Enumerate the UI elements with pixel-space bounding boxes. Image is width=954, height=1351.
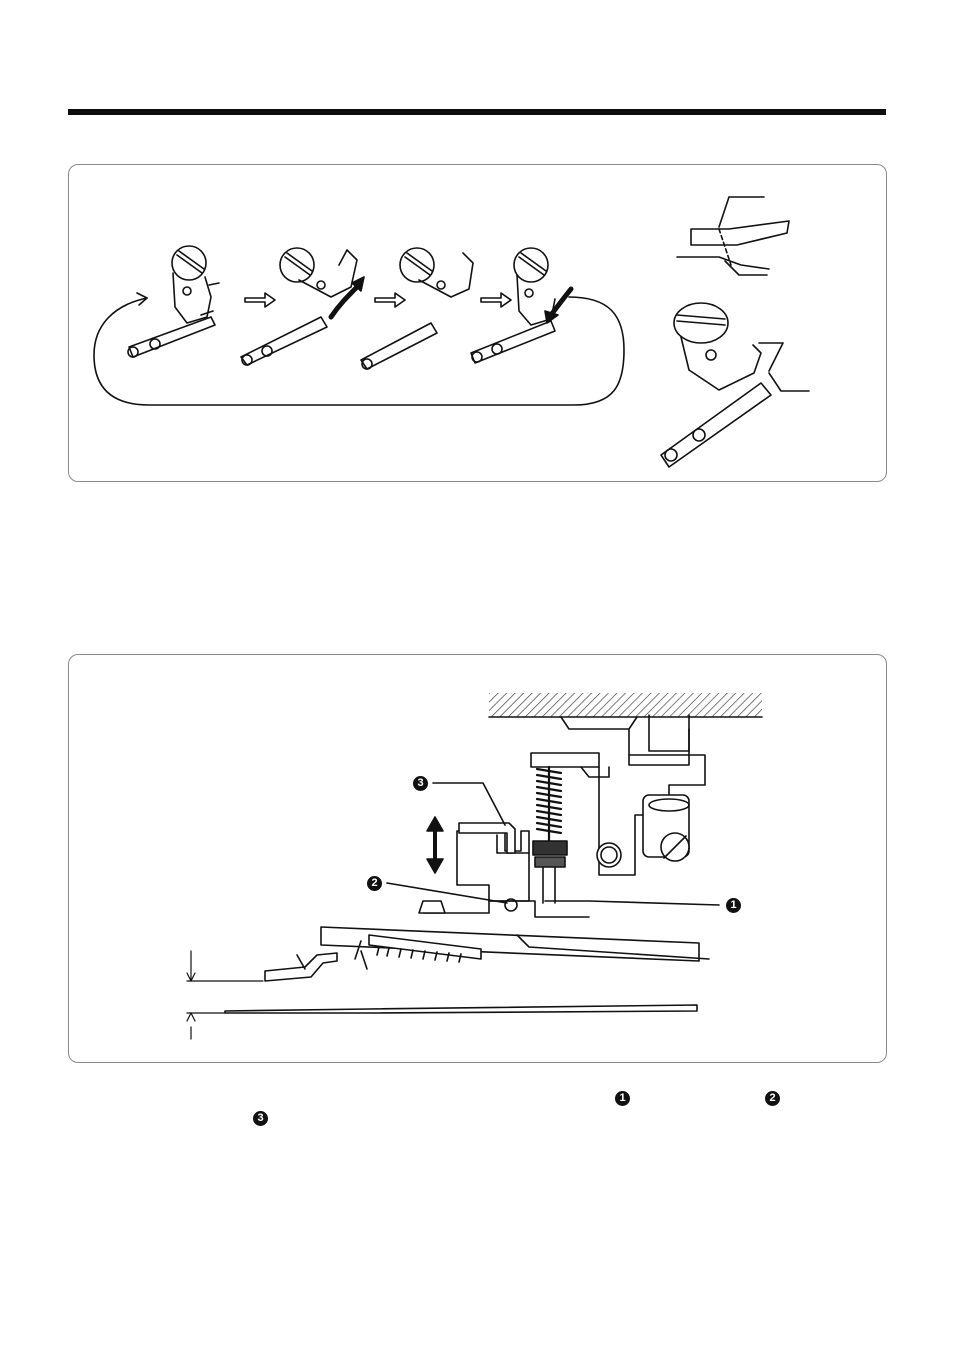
presser-foot: [265, 953, 337, 981]
presser-adjustment-figure: 3 2 1: [68, 654, 887, 1063]
caption-marker-1: 1: [615, 1091, 630, 1106]
adjusting-block: [457, 831, 529, 911]
step4-assembly: [471, 248, 571, 363]
step-arrow-2: [375, 293, 405, 307]
knife-enlarged-view: [661, 303, 809, 467]
step-arrow-3: [481, 293, 511, 307]
cycle-loop-line: [94, 297, 624, 405]
knurled-nut: [533, 841, 567, 855]
caption-marker-3: 3: [253, 1111, 268, 1126]
spring: [537, 767, 561, 841]
callout-3: 3: [413, 776, 428, 791]
presser-adjustment-drawing: [69, 655, 886, 1062]
step-arrow-1: [245, 293, 275, 307]
callout-1: 1: [726, 898, 741, 913]
knife-procedure-drawing: [69, 165, 886, 481]
bolt-hex: [419, 901, 445, 913]
clearance-dimension: [187, 951, 263, 1039]
header-rule: [68, 109, 886, 115]
throat-plate: [225, 1005, 697, 1013]
step1-assembly: [128, 246, 219, 357]
machine-bed: [489, 693, 762, 717]
caption-marker-2: 2: [765, 1091, 780, 1106]
figure-caption: 1 2 3: [0, 1088, 954, 1128]
step2-assembly: [241, 248, 364, 365]
step3-assembly: [361, 248, 473, 369]
leader-1: [545, 901, 719, 905]
callout-2: 2: [367, 876, 382, 891]
up-down-arrow: [427, 817, 443, 873]
leader-3: [433, 783, 505, 825]
section-detail: [677, 197, 789, 275]
knife-procedure-figure: [68, 164, 887, 482]
